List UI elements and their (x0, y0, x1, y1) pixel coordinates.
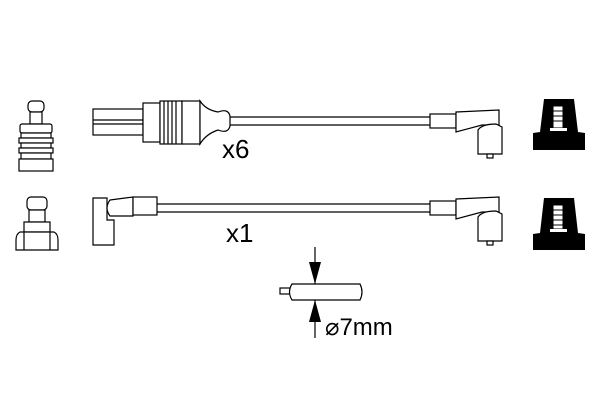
cable-wire-bottom (157, 203, 430, 213)
spark-plug-connector-top (18, 100, 54, 172)
cable-boot-straight-top (92, 99, 231, 147)
cable-boot-angled-left (92, 196, 158, 246)
spark-plug-connector-bottom (15, 196, 59, 251)
distributor-cap-terminal-bottom (533, 198, 585, 250)
quantity-label-x1: x1 (226, 218, 253, 248)
cable-wire-top (230, 116, 430, 126)
distributor-cap-terminal-top (533, 99, 585, 150)
diameter-label: ⌀7mm (325, 314, 393, 341)
cable-boot-angled-top (429, 109, 503, 159)
cable-diameter-detail (279, 247, 363, 338)
arrow-up-icon (309, 300, 321, 322)
quantity-label-x6: x6 (222, 134, 249, 164)
arrow-down-icon (309, 262, 321, 284)
cable-boot-angled-bottom (429, 196, 503, 246)
